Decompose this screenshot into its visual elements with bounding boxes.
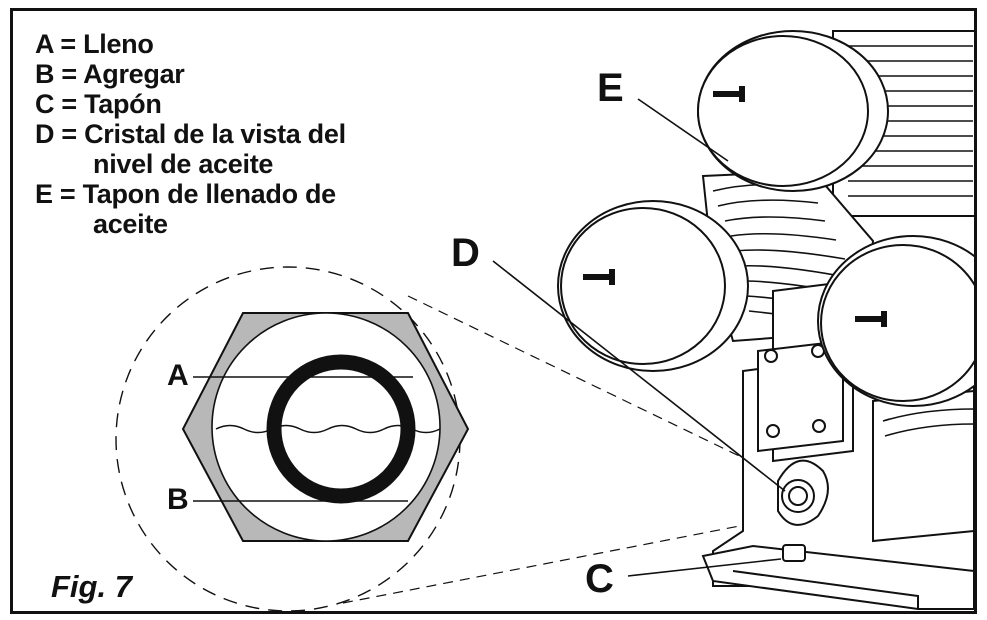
zoom-leader-lower — [342, 515, 792, 604]
legend-item-c: C = Tapón — [35, 89, 162, 119]
legend-item-b: B = Agregar — [35, 59, 185, 89]
compressor-illustration — [557, 30, 974, 610]
figure-frame: A = Lleno B = Agregar C = Tapón D = Cris… — [10, 8, 977, 614]
zoom-leader-upper — [407, 295, 792, 482]
diagram-art — [115, 30, 974, 611]
legend-item-a: A = Lleno — [35, 29, 154, 59]
sight-glass-ring — [266, 354, 416, 504]
figure-caption: Fig. 7 — [51, 569, 132, 604]
legend-item-d: D = Cristal de la vista del — [35, 119, 346, 149]
legend-item-e-cont: aceite — [93, 209, 168, 239]
leader-line-d — [492, 260, 786, 492]
callout-e: E — [597, 66, 624, 110]
callout-d: D — [451, 231, 480, 275]
legend-item-d-cont: nivel de aceite — [93, 149, 274, 179]
legend-item-e: E = Tapon de llenado de — [35, 179, 336, 209]
leader-line-c — [627, 558, 782, 577]
callout-b: B — [167, 483, 189, 516]
callout-a: A — [167, 359, 189, 392]
legend: A = Lleno B = Agregar C = Tapón D = Cris… — [35, 29, 346, 239]
leader-line-e — [637, 98, 729, 162]
callout-c: C — [585, 557, 614, 601]
